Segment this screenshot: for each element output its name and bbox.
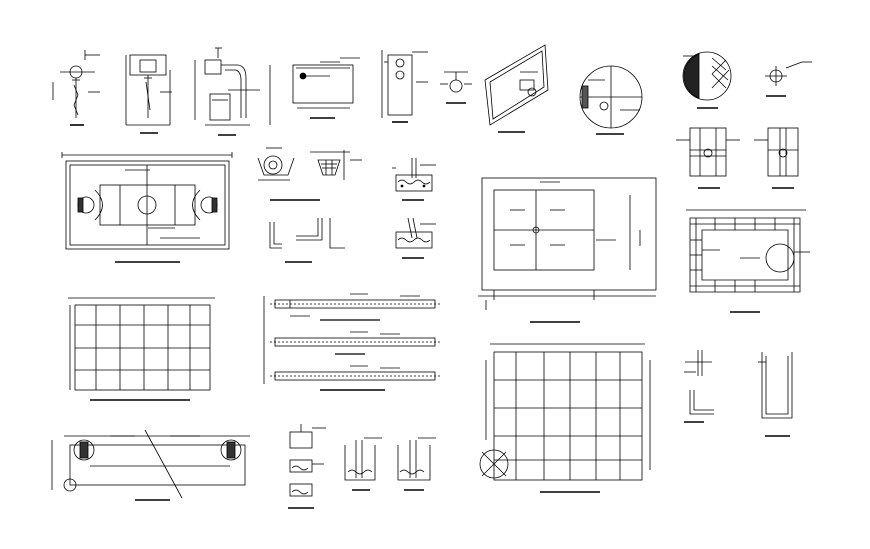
edge-detail <box>758 352 793 437</box>
court-plan <box>61 152 233 263</box>
expansion-joint-plan <box>68 297 215 401</box>
backboard-detail <box>292 57 360 119</box>
hatched-circle-detail <box>682 51 732 109</box>
court-layout-plan <box>478 177 657 323</box>
footing-section-1 <box>392 158 436 201</box>
backboard-isometric <box>484 44 549 133</box>
trench-details <box>344 437 436 491</box>
pole-side-elevation <box>194 47 271 136</box>
tiled-pad-plan <box>686 209 810 313</box>
bolt-detail <box>765 61 812 97</box>
circular-section-detail <box>579 65 643 135</box>
backboard-front-elevation <box>125 54 172 134</box>
small-angle-details <box>684 350 714 423</box>
corner-connection-details <box>676 127 799 189</box>
column-base-details <box>288 424 326 509</box>
court-elevation <box>51 429 250 501</box>
anchor-detail <box>440 71 472 104</box>
angle-details <box>269 218 345 263</box>
pole-elevation-1 <box>52 50 100 126</box>
slab-sections <box>263 293 440 391</box>
joint-layout-plan <box>479 343 651 493</box>
pole-section <box>381 50 428 123</box>
hoop-detail <box>257 147 362 201</box>
footing-section-2 <box>395 217 436 259</box>
